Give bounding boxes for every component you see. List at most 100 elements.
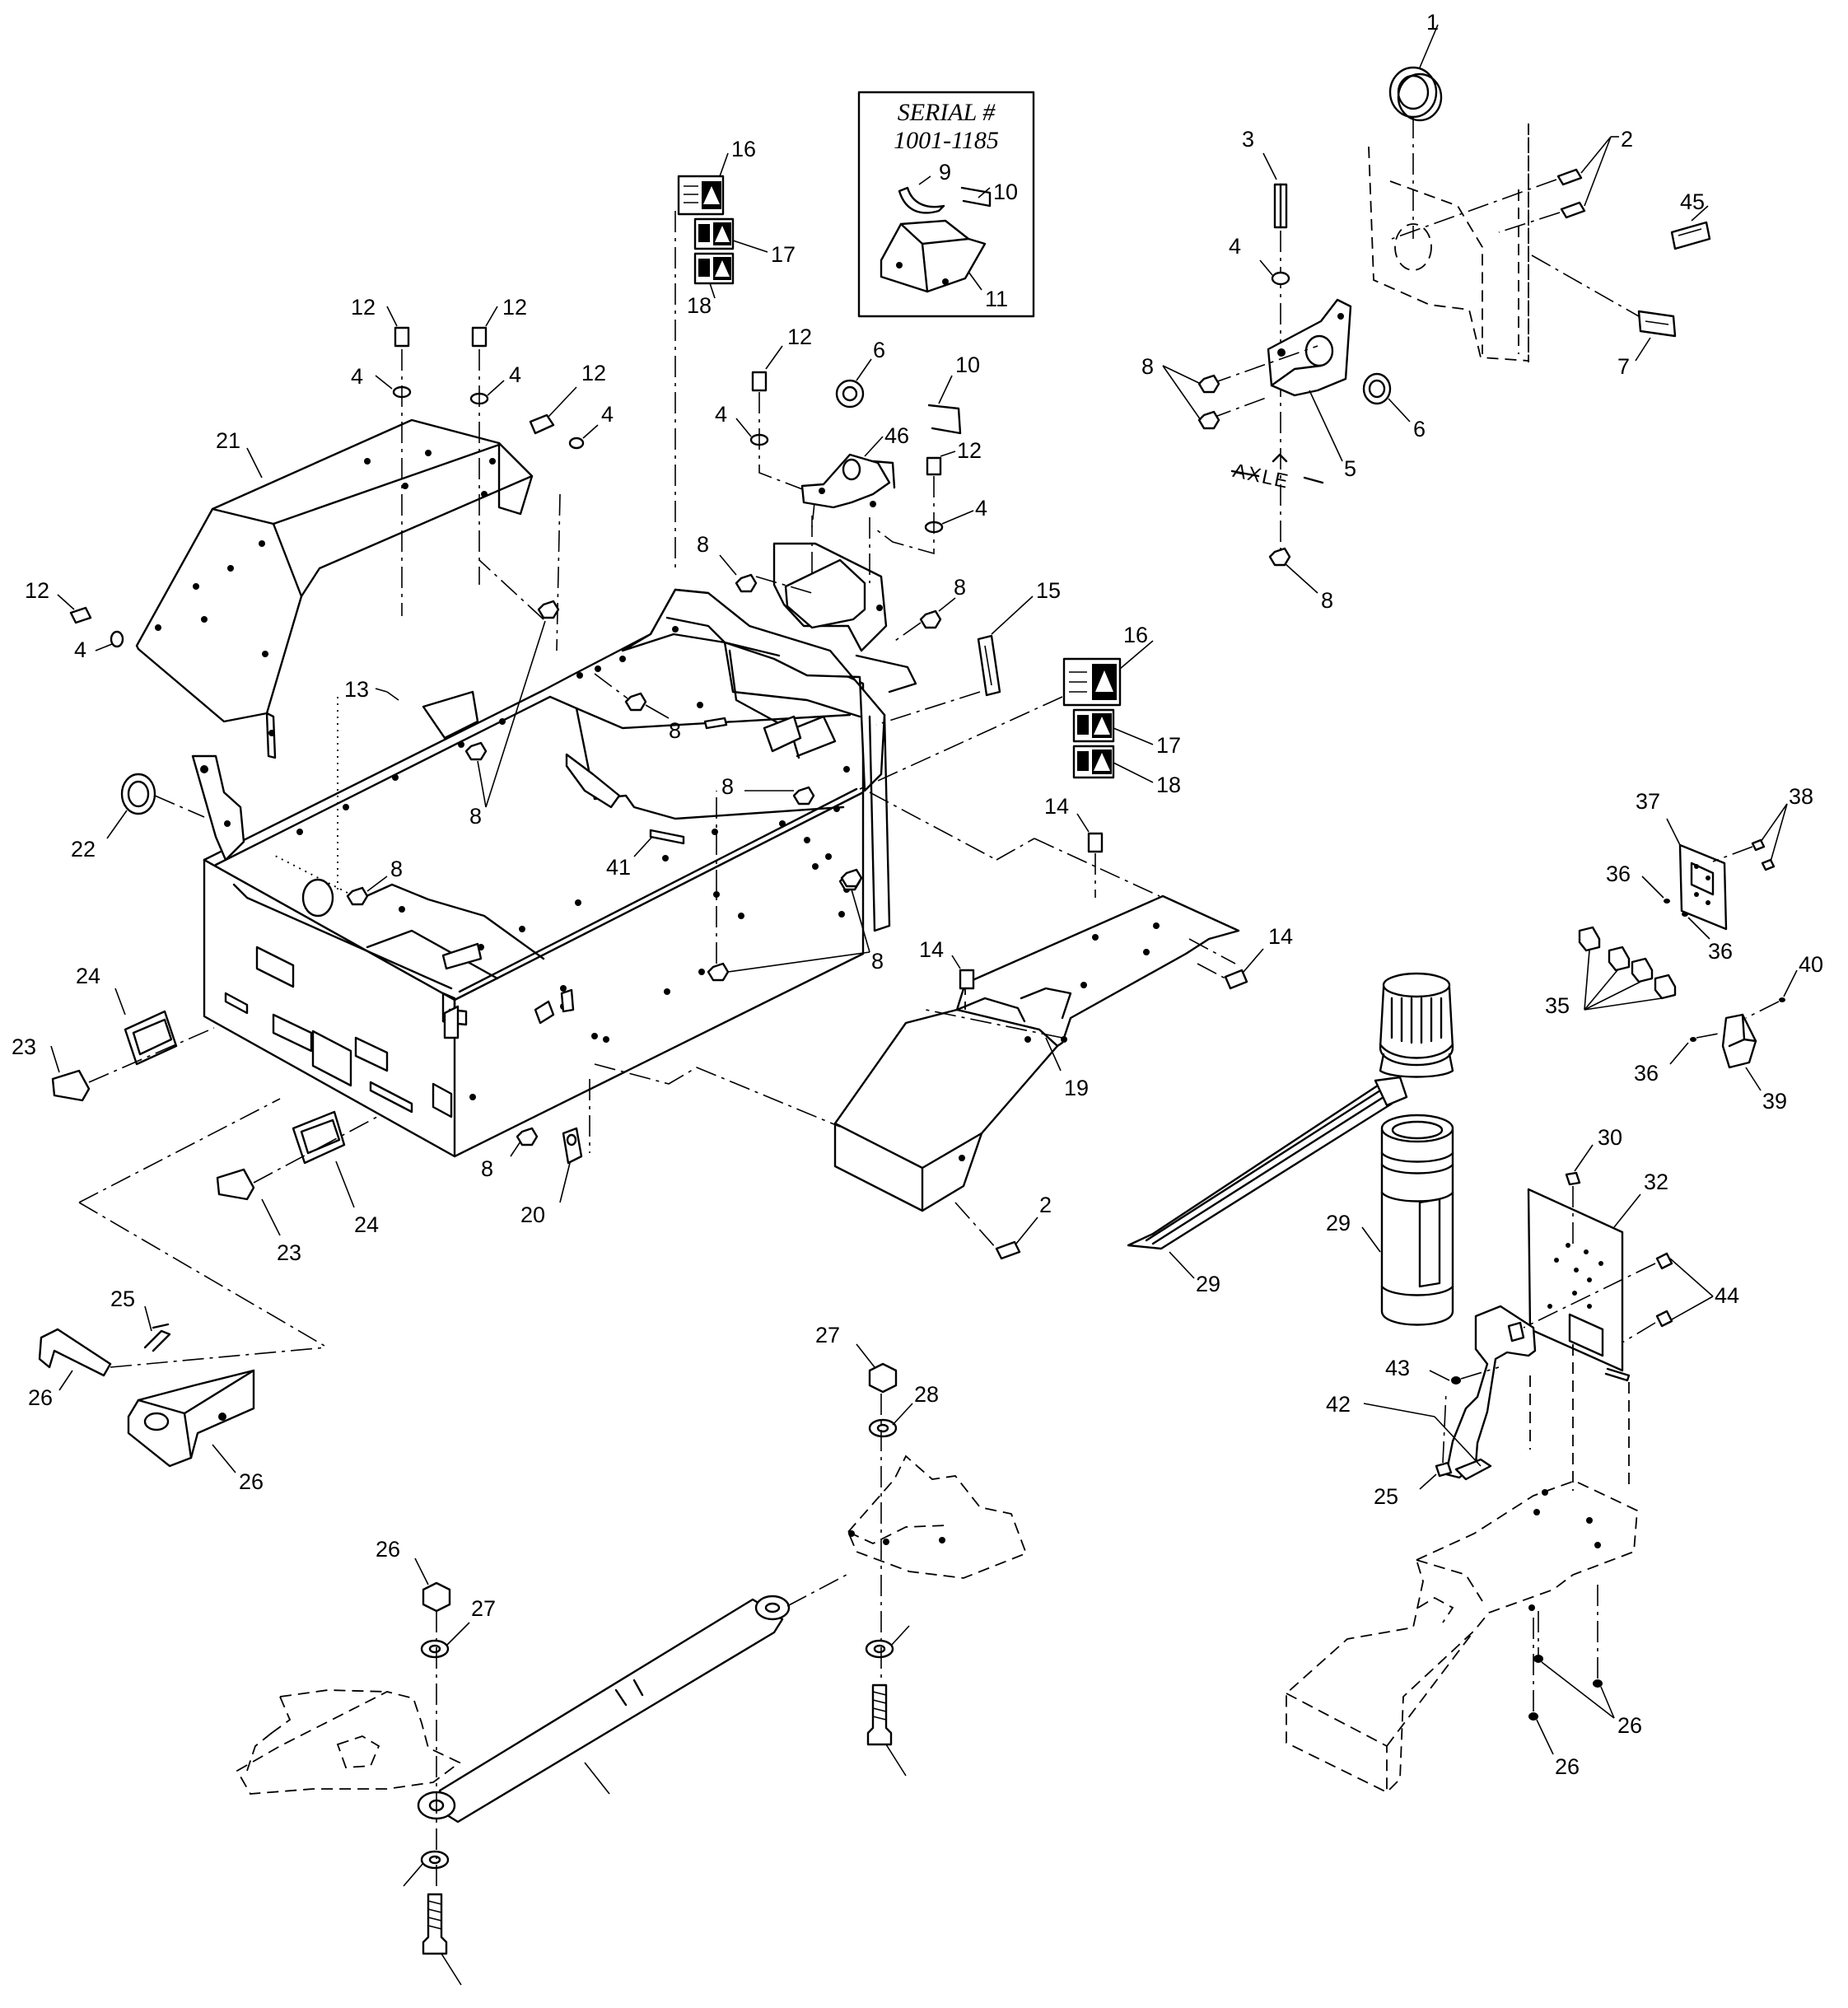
callout-46: 46 bbox=[884, 423, 909, 448]
callout-2-lower: 2 bbox=[1039, 1193, 1052, 1217]
serial-inset: SERIAL # 1001-1185 9 10 11 bbox=[857, 91, 1035, 318]
part-6-bushing bbox=[1362, 372, 1392, 405]
part-24-grommet bbox=[124, 1010, 178, 1066]
part-35-relays bbox=[1578, 926, 1677, 1000]
callout-8-d: 8 bbox=[954, 575, 966, 600]
part-8-nut bbox=[537, 600, 560, 619]
part-33-canister bbox=[1380, 1116, 1454, 1326]
callout-37: 37 bbox=[1636, 789, 1660, 814]
part-10-clip bbox=[927, 404, 962, 435]
part-37-plate bbox=[1678, 843, 1728, 931]
part-8-nut bbox=[792, 786, 815, 806]
part-14-bolt bbox=[1224, 969, 1248, 990]
part-23-cap bbox=[216, 1168, 255, 1201]
callout-4-c: 4 bbox=[601, 402, 614, 427]
part-46-bracket bbox=[800, 453, 891, 509]
part-28-tie-rod bbox=[438, 1598, 784, 1824]
callout-6-b: 6 bbox=[873, 338, 885, 362]
callout-3: 3 bbox=[1242, 127, 1254, 152]
part-19-foot-pan: 19 bbox=[594, 792, 1240, 1212]
part-42-hitch bbox=[127, 1369, 255, 1468]
part-7-decal bbox=[1637, 310, 1677, 338]
part-4-washer bbox=[110, 630, 124, 648]
callout-25-a: 27 bbox=[815, 1323, 840, 1347]
callout-18-top: 18 bbox=[687, 293, 712, 318]
part-8-nut bbox=[707, 962, 730, 982]
callout-22: 22 bbox=[71, 837, 96, 862]
callout-16-right: 16 bbox=[1123, 623, 1148, 647]
hardware-20: 20 8 bbox=[481, 1079, 590, 1227]
part-30-screw bbox=[1435, 1461, 1453, 1478]
callout-39: 39 bbox=[1762, 1089, 1787, 1114]
callout-4-g: 4 bbox=[975, 496, 987, 521]
callout-43: 26 bbox=[28, 1385, 53, 1410]
part-8-nut bbox=[1197, 374, 1220, 394]
callout-8: 8 bbox=[1141, 354, 1154, 379]
callout-45: 45 bbox=[1680, 189, 1705, 214]
part-21-seat-pan: 21 bbox=[135, 418, 534, 759]
callout-30-b: 44 bbox=[1715, 1283, 1739, 1308]
callout-8-h: 8 bbox=[721, 774, 734, 799]
part-12-bolt bbox=[69, 606, 92, 624]
part-8-nut bbox=[516, 1127, 539, 1146]
callout-17-top: 17 bbox=[771, 242, 796, 267]
callout-38: 38 bbox=[1789, 784, 1813, 809]
part-4-washer bbox=[568, 437, 585, 450]
part-5-bracket bbox=[1267, 298, 1352, 397]
grommets: 24 23 24 23 bbox=[12, 964, 379, 1347]
callout-40: 40 bbox=[1799, 952, 1823, 977]
callout-36-c: 36 bbox=[1634, 1061, 1659, 1086]
callout-9: 9 bbox=[939, 160, 951, 184]
callout-6: 6 bbox=[1413, 417, 1426, 441]
part-2-bolt bbox=[1560, 201, 1586, 219]
callout-19: 19 bbox=[1064, 1076, 1089, 1100]
callout-32: 32 bbox=[1644, 1170, 1668, 1194]
part-12-bolt bbox=[529, 413, 555, 435]
part-8-nut bbox=[624, 692, 647, 712]
part-10-clip-inset bbox=[960, 186, 992, 208]
callout-8-lower: 8 bbox=[1321, 588, 1333, 613]
callout-26-a: 28 bbox=[914, 1382, 939, 1407]
part-8-nut bbox=[1197, 410, 1220, 430]
callout-14-b: 14 bbox=[919, 937, 944, 962]
part-26-washer bbox=[420, 1639, 450, 1659]
part-23-cap bbox=[51, 1069, 91, 1102]
callout-10: 10 bbox=[993, 180, 1018, 204]
callout-8-j: 8 bbox=[481, 1156, 493, 1181]
callout-23-a: 23 bbox=[12, 1034, 36, 1059]
part-12-bolt bbox=[394, 326, 410, 348]
callout-8-c: 8 bbox=[697, 532, 709, 557]
part-46-plate bbox=[784, 558, 866, 629]
part-38-screw bbox=[1761, 858, 1776, 871]
part-40-screw bbox=[1779, 997, 1785, 1002]
callout-8-e: 8 bbox=[669, 718, 681, 743]
callout-41: 41 bbox=[606, 855, 631, 880]
battery-plate-group: 30 32 44 43 42 25 26 26 bbox=[1286, 1125, 1739, 1794]
callout-13: 13 bbox=[344, 677, 369, 702]
part-15-decal: 15 bbox=[875, 578, 1061, 726]
callout-26-b: 27 bbox=[471, 1596, 496, 1621]
callout-29-b: 26 bbox=[1617, 1713, 1642, 1738]
part-11-bracket bbox=[880, 219, 987, 293]
callout-8-i: 8 bbox=[871, 949, 884, 974]
callout-30-a: 30 bbox=[1598, 1125, 1622, 1150]
callout-4-f: 4 bbox=[715, 402, 727, 427]
hardware-left-mid: 22 8 8 41 8 8 bbox=[71, 559, 884, 982]
callout-12-e: 12 bbox=[787, 325, 812, 349]
callout-12-d: 12 bbox=[25, 578, 49, 603]
callout-16-top: 16 bbox=[731, 137, 756, 161]
callout-35: 35 bbox=[1545, 993, 1570, 1018]
callout-42: 26 bbox=[239, 1469, 264, 1494]
part-31-bracket bbox=[1444, 1305, 1537, 1479]
hardware-top-left: 12 4 12 4 12 4 12 4 bbox=[25, 295, 614, 662]
callout-4-b: 4 bbox=[509, 362, 521, 387]
callout-31: 42 bbox=[1326, 1392, 1351, 1417]
part-4-washer bbox=[1271, 271, 1290, 286]
part-38-screw bbox=[1751, 838, 1766, 852]
part-30-screw bbox=[1565, 1171, 1581, 1186]
part-13-rail bbox=[422, 690, 479, 740]
callout-30-c: 25 bbox=[1374, 1484, 1398, 1509]
callout-12-a: 12 bbox=[351, 295, 376, 320]
inset-title-line1: SERIAL # bbox=[898, 99, 996, 126]
callout-29-a: 43 bbox=[1385, 1356, 1410, 1380]
